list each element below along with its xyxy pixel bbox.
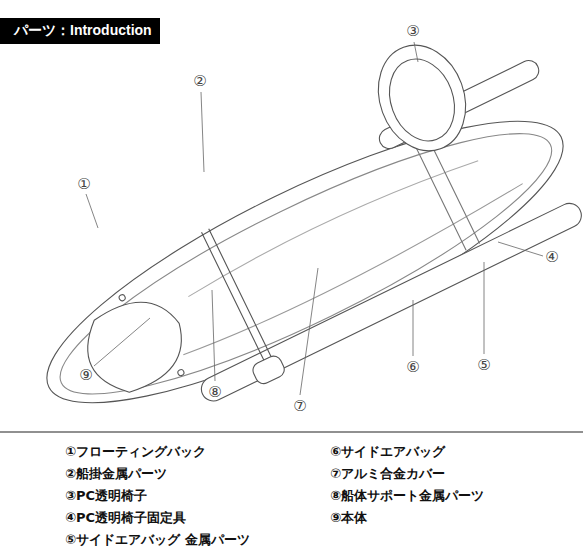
callout-number: ⑥ — [406, 360, 419, 375]
bag-clip — [177, 369, 185, 377]
part-name: ①フローティングバック — [65, 444, 206, 460]
part-name: ③PC透明椅子 — [65, 488, 147, 504]
leader-line — [94, 318, 150, 366]
leader-lines — [86, 42, 543, 395]
hull-outline — [17, 72, 583, 451]
side-airbag — [197, 199, 583, 405]
part-name: ④PC透明椅子固定具 — [65, 510, 186, 526]
part-name: ⑧船体サポート金属パーツ — [330, 488, 484, 504]
leader-line — [212, 290, 215, 381]
divider-rule — [0, 431, 583, 432]
leader-line — [201, 92, 204, 172]
kayak-drawing — [12, 33, 583, 470]
part-name: ⑤サイドエアバッグ 金属パーツ — [65, 532, 250, 548]
callout-number: ⑧ — [208, 385, 221, 400]
support-fitting — [250, 353, 287, 386]
seat-inner — [379, 50, 466, 150]
hull — [12, 57, 583, 469]
part-name: ⑦アルミ合金カバー — [330, 466, 445, 482]
callout-number: ⑦ — [293, 399, 306, 414]
callout-number: ④ — [545, 250, 558, 265]
seat — [364, 33, 480, 163]
callout-number: ② — [193, 74, 206, 89]
leader-line — [414, 42, 418, 62]
part-name: ②船掛金属パーツ — [65, 466, 167, 482]
leader-line — [413, 300, 414, 356]
leader-line — [498, 242, 543, 256]
part-name: ⑥サイドエアバッグ — [330, 444, 445, 460]
leader-line — [484, 262, 485, 354]
callout-number: ⑨ — [79, 368, 92, 383]
floating-bag — [73, 286, 197, 404]
callout-number: ③ — [406, 24, 419, 39]
callout-number: ① — [77, 177, 90, 192]
leader-line — [86, 194, 98, 228]
title-banner: パーツ：Introduction — [0, 18, 160, 44]
seat-fixture — [414, 136, 480, 250]
callout-number: ⑤ — [477, 358, 490, 373]
part-name: ⑨本体 — [330, 510, 367, 526]
leader-line — [300, 268, 318, 395]
bag-clip — [118, 294, 126, 302]
